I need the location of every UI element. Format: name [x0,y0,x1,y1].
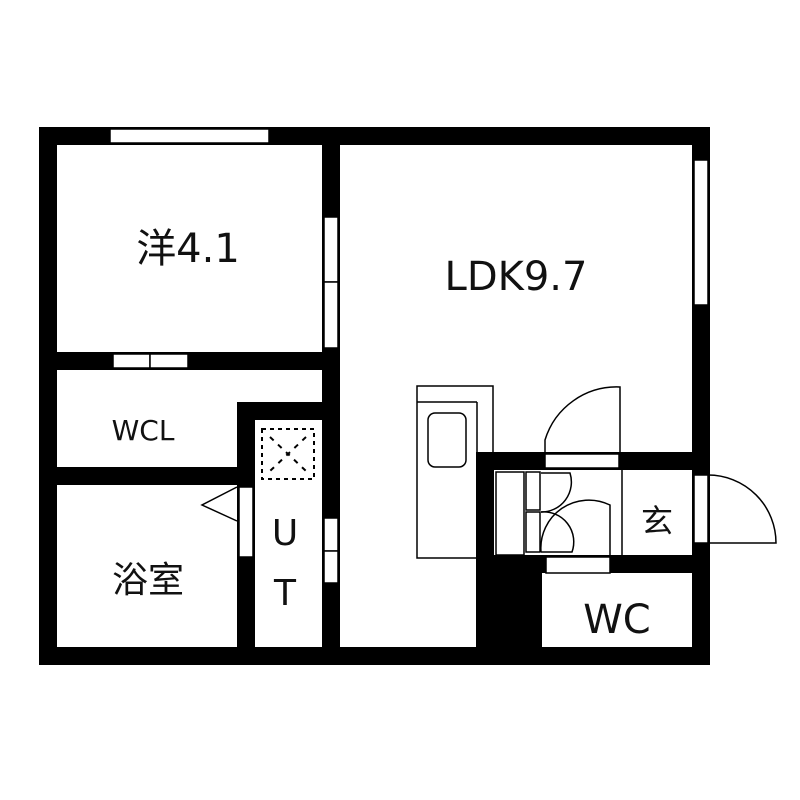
room-label-wcl: WCL [112,414,175,447]
room-label-ut-top: U [272,513,298,554]
room-label-ut-bottom: T [273,573,297,614]
kitchen-counter [416,385,494,559]
washer-pan-icon [261,428,315,480]
sink-icon [427,412,467,468]
room-label-bath: 浴室 [112,560,184,601]
washer-cross-icon [269,436,307,472]
room-label-ldk: LDK9.7 [445,254,588,300]
room-label-entrance: 玄 [641,502,673,540]
bath-door[interactable] [200,486,254,558]
windows [109,128,709,584]
doors[interactable] [495,386,777,574]
room-label-western: 洋4.1 [136,226,240,272]
room-label-wc: WC [583,597,650,643]
